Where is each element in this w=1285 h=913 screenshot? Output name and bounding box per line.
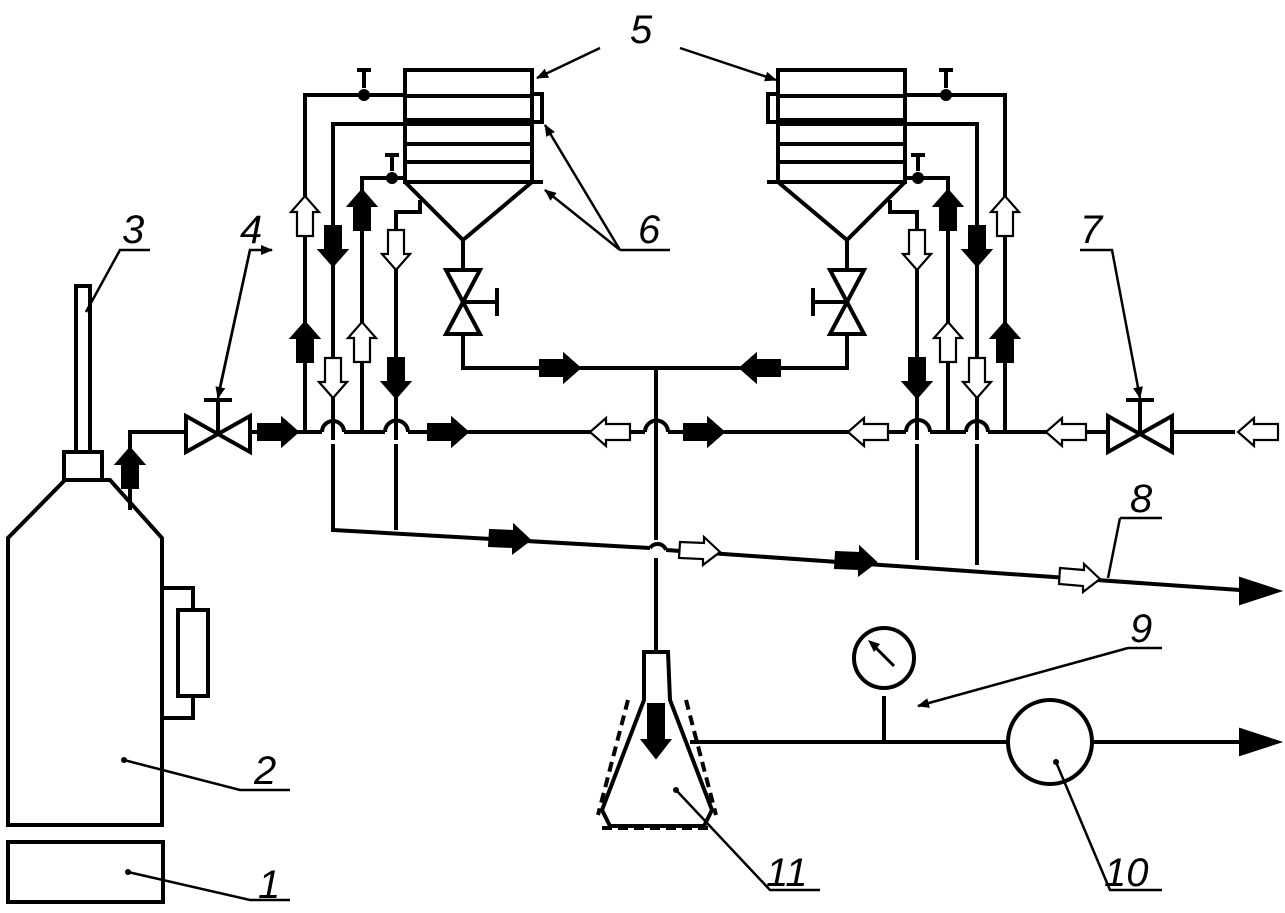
- flow-arrow: [1044, 415, 1088, 449]
- flow-arrow: [846, 415, 890, 449]
- flow-arrow: [960, 225, 994, 268]
- flow-arrow: [379, 228, 413, 272]
- flow-arrow: [683, 415, 726, 449]
- flow-arrow: [900, 228, 934, 272]
- label-10: 10: [1104, 851, 1149, 895]
- label-4: 4: [240, 208, 262, 252]
- flow-arrow: [988, 194, 1022, 238]
- label-5: 5: [630, 8, 653, 52]
- flow-arrow: [931, 320, 965, 364]
- label-8: 8: [1130, 477, 1153, 521]
- label-9: 9: [1130, 607, 1152, 651]
- flow-arrow: [639, 703, 673, 760]
- vacuum-pump: [1006, 698, 1094, 786]
- flow-arrow: [113, 446, 147, 489]
- pressure-gauge: [852, 626, 916, 690]
- flow-arrow: [288, 320, 322, 363]
- valve-4: [184, 398, 252, 456]
- flow-arrow: [1057, 561, 1102, 595]
- flow-arrow: [1236, 415, 1280, 449]
- valve-7: [1106, 398, 1174, 456]
- label-2: 2: [253, 749, 276, 793]
- flow-arrow: [427, 415, 470, 449]
- flow-arrow: [288, 194, 322, 238]
- flow-arrow: [316, 225, 350, 268]
- cylinder-base: [6, 840, 165, 904]
- valve-right-column: [811, 268, 868, 336]
- flow-arrow: [257, 415, 300, 449]
- outlet-arrow-pump: [1239, 727, 1284, 757]
- flow-arrow: [345, 320, 379, 364]
- flow-arrow: [960, 356, 994, 400]
- flask: [596, 650, 718, 830]
- flow-arrow: [931, 188, 965, 231]
- column-right: [766, 68, 907, 268]
- flow-arrow: [487, 522, 532, 556]
- label-7: 7: [1080, 208, 1104, 252]
- label-3: 3: [122, 208, 144, 252]
- cylinder: [6, 284, 210, 827]
- flow-arrow: [900, 357, 934, 400]
- column-left: [403, 68, 544, 268]
- flow-arrow: [345, 188, 379, 231]
- flow-arrow: [738, 351, 781, 385]
- flow-arrow: [379, 357, 413, 400]
- flow-arrow: [833, 544, 878, 578]
- flow-arrow: [539, 351, 582, 385]
- flow-arrow: [988, 320, 1022, 363]
- flow-arrow: [677, 534, 722, 568]
- label-11: 11: [766, 851, 808, 895]
- valve-left-column: [442, 268, 499, 336]
- outlet-arrow-8: [1239, 576, 1284, 606]
- flow-arrow: [588, 415, 632, 449]
- flow-arrow: [316, 356, 350, 400]
- label-1: 1: [258, 863, 280, 907]
- label-6: 6: [638, 208, 661, 252]
